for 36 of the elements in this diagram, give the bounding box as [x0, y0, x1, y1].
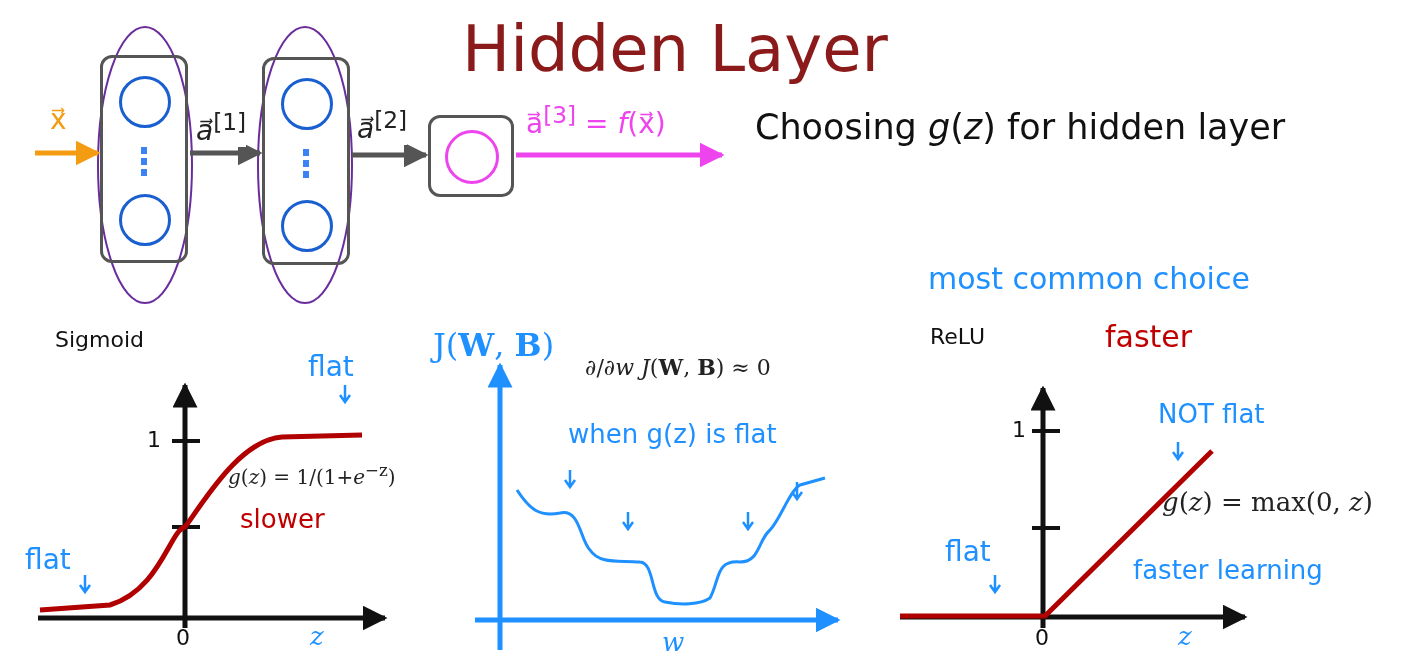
axis-title: Sigmoid: [55, 328, 144, 353]
formula: ∂/∂w J(W, B) ≈ 0: [585, 355, 771, 381]
arrow: [352, 142, 429, 168]
arrow: [516, 142, 725, 168]
formula: g(z) = max(0, z): [1162, 488, 1373, 517]
handwritten-note: faster: [1105, 320, 1193, 353]
axis-label: z: [1178, 622, 1192, 651]
layer-box: [262, 57, 350, 265]
handwritten-note: most common choice: [928, 262, 1250, 295]
edge-label: a⃗$^{[1]}$: [196, 110, 247, 148]
formula: g(z) = 1/(1+e$^{−z}$): [228, 462, 396, 488]
neuron-circle: [445, 130, 499, 184]
handwritten-note: flat: [945, 537, 991, 568]
tick-label: 0: [1035, 626, 1049, 651]
tick-label: 0: [176, 626, 190, 651]
arrow: [35, 140, 101, 166]
handwritten-note: NOT flat: [1158, 400, 1265, 429]
tick-label: 1: [1012, 418, 1026, 443]
title: Hidden Layer: [462, 14, 888, 85]
tick-label: 1: [147, 428, 161, 453]
neuron-circle: [281, 78, 333, 130]
axis-label: w: [662, 628, 685, 654]
handwritten-note: when g(z) is flat: [568, 420, 777, 449]
neuron-circle: [119, 76, 171, 128]
layer-box: [100, 55, 188, 263]
output-box: [428, 115, 514, 197]
handwritten-note: flat: [308, 352, 354, 383]
axis-label: z: [310, 622, 324, 651]
edge-label: a⃗$^{[2]}$: [357, 108, 408, 146]
neuron-circle: [119, 194, 171, 246]
subtitle: Choosing g(z) for hidden layer: [755, 108, 1286, 147]
neuron-circle: [281, 200, 333, 252]
handwritten-note: faster learning: [1133, 556, 1323, 585]
handwritten-note: flat: [25, 545, 71, 576]
handwritten-note: slower: [240, 505, 325, 534]
axis-title: ReLU: [930, 325, 986, 350]
